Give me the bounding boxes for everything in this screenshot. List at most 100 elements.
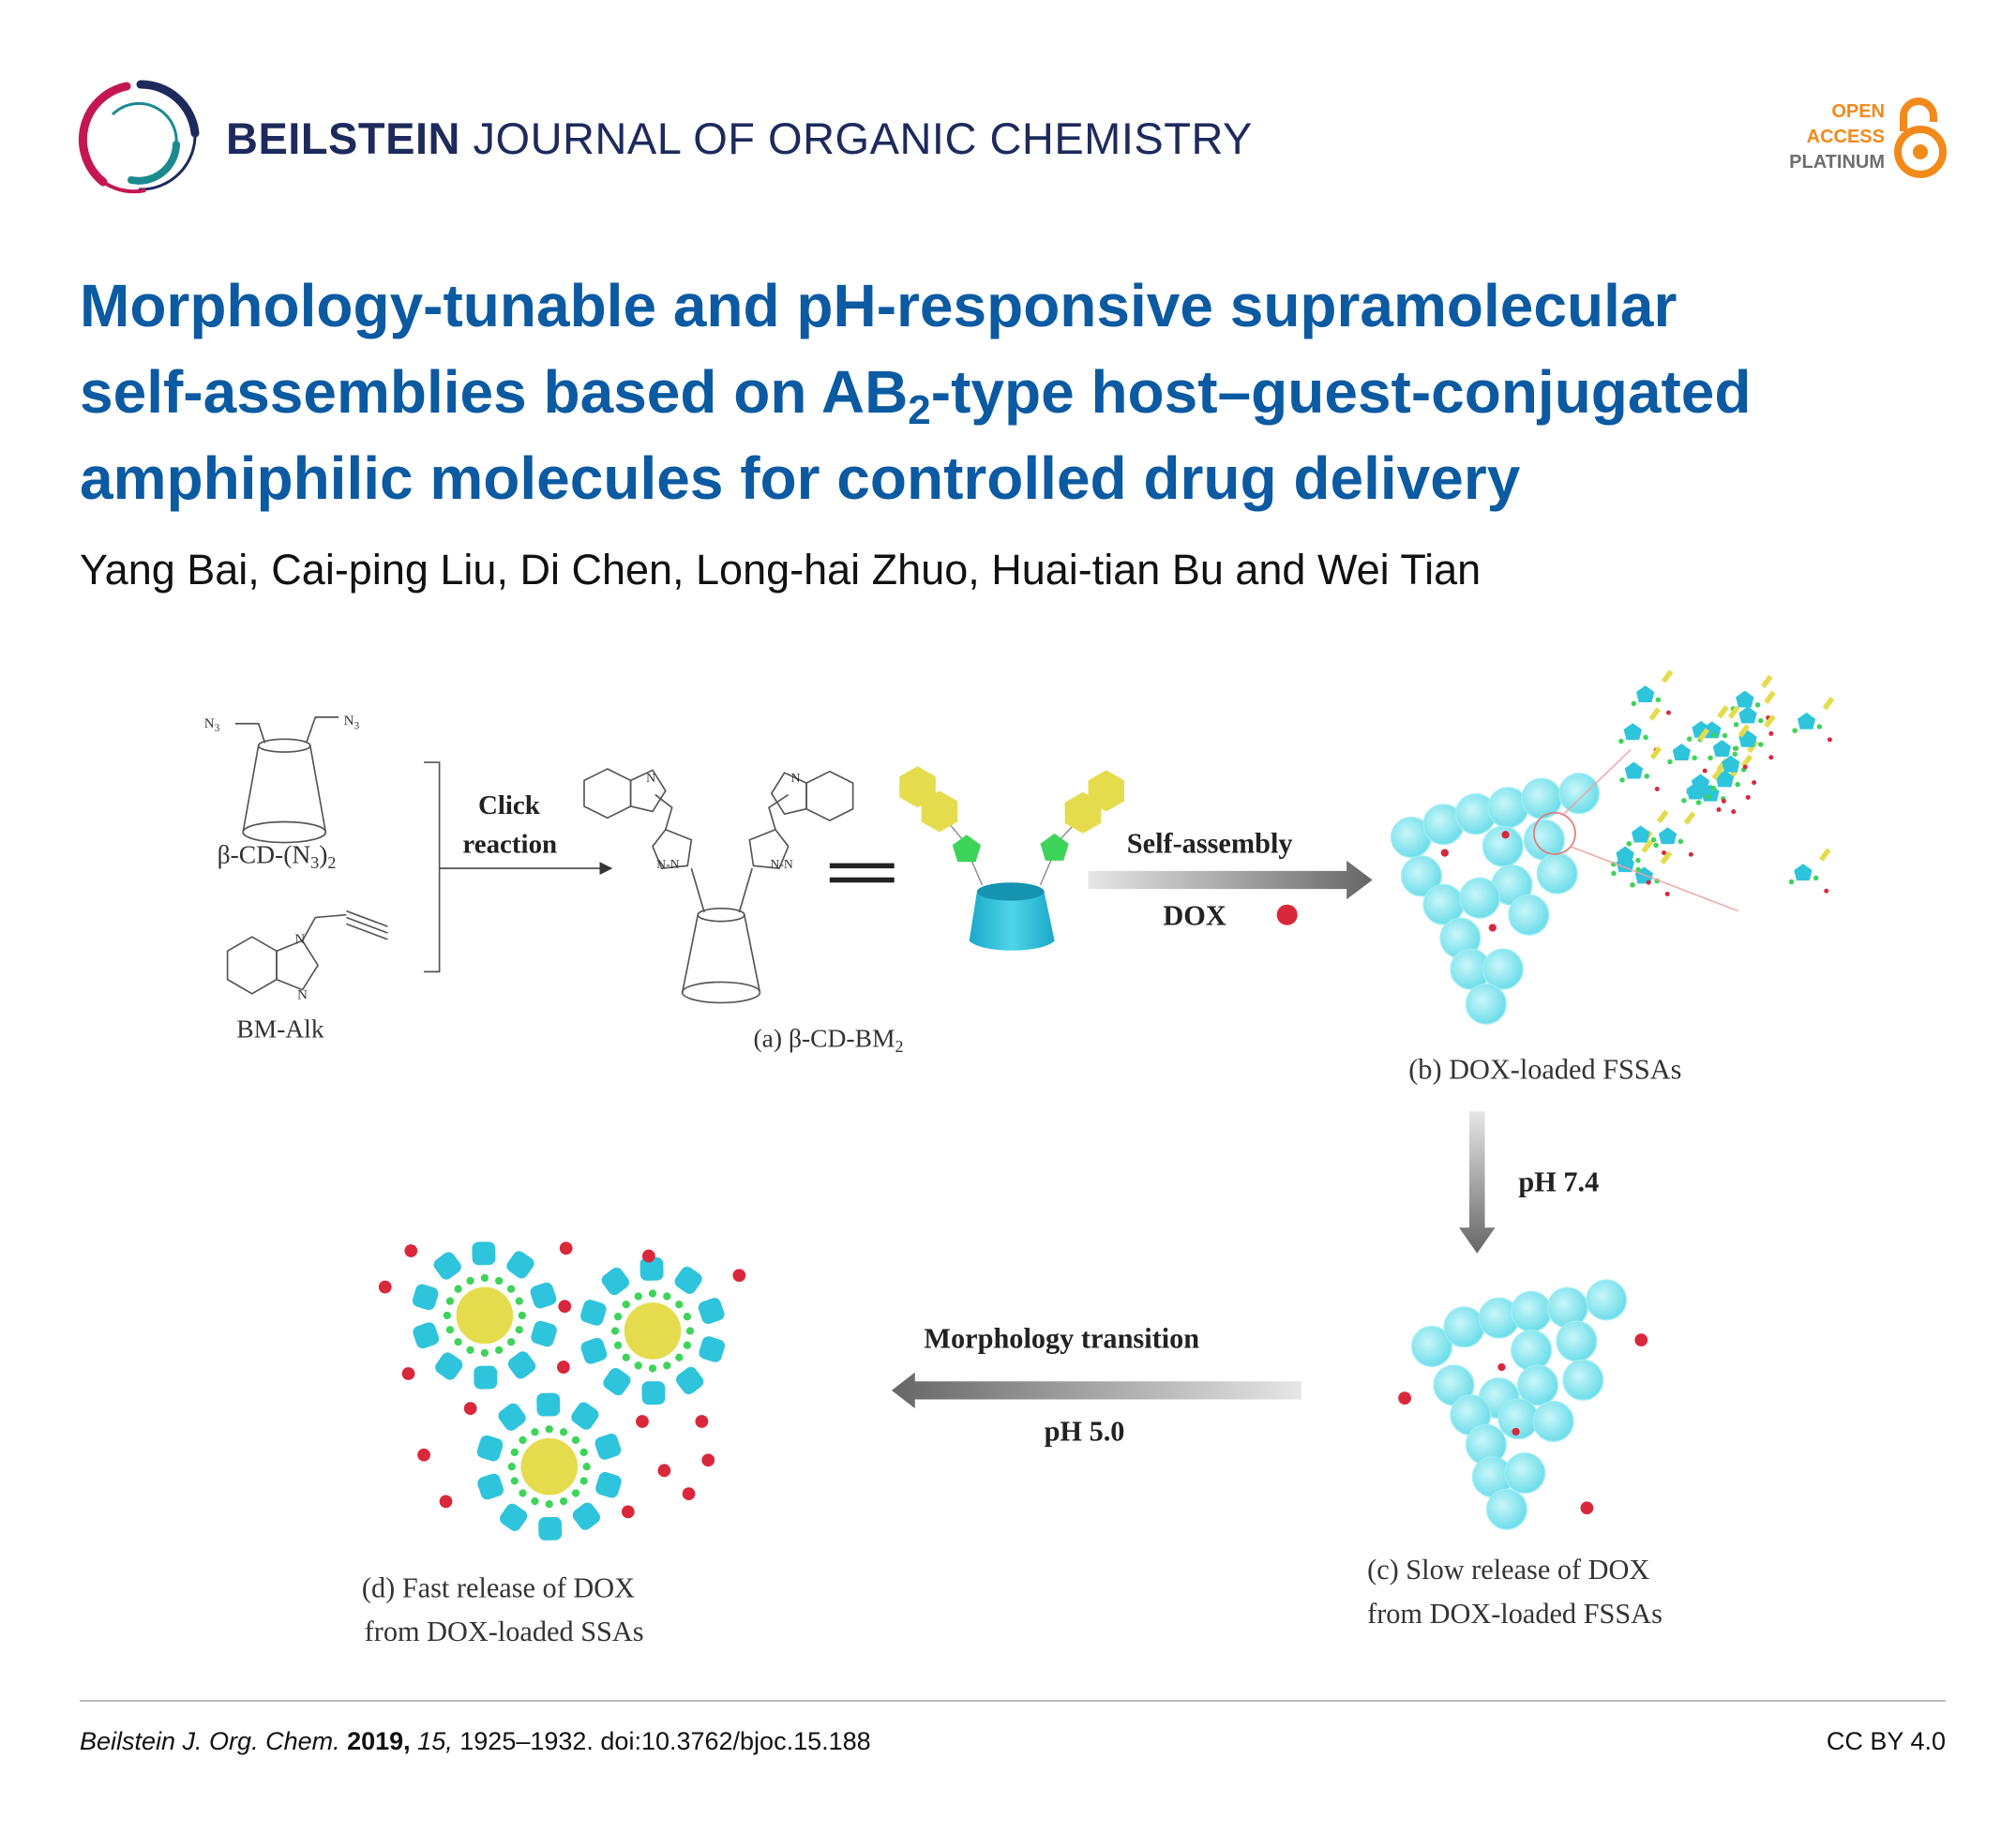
micelle-linker bbox=[683, 1341, 692, 1349]
network-dot bbox=[1792, 728, 1798, 733]
network-dot bbox=[1686, 736, 1693, 742]
micelle-linker bbox=[515, 1326, 523, 1334]
beilstein-logo-icon bbox=[78, 80, 200, 194]
network-dox-dot bbox=[1745, 794, 1751, 800]
micelle-head bbox=[674, 1266, 702, 1294]
micelle-linker bbox=[466, 1345, 474, 1355]
c-label-line1: (c) Slow release of DOX bbox=[1367, 1554, 1649, 1586]
atom-label: N bbox=[790, 771, 800, 785]
micelle-head bbox=[641, 1381, 666, 1406]
micelle-sphere bbox=[1536, 852, 1578, 894]
network-pentagon bbox=[1797, 712, 1816, 729]
dox-dot bbox=[1580, 1501, 1594, 1515]
micelle-linker bbox=[507, 1463, 516, 1471]
micelle-sphere bbox=[1465, 983, 1507, 1025]
micelle-linker bbox=[454, 1338, 462, 1346]
dox-dot bbox=[695, 1415, 709, 1428]
network-dox-dot bbox=[1688, 851, 1693, 857]
network-pentagon bbox=[1672, 744, 1692, 761]
micelle-head bbox=[538, 1516, 563, 1541]
network-arm bbox=[1660, 850, 1673, 865]
dox-label: DOX bbox=[1163, 900, 1226, 932]
network-arm bbox=[1738, 724, 1751, 738]
micelle-linker bbox=[519, 1436, 527, 1445]
micelle-head bbox=[435, 1352, 463, 1380]
micelle-linker bbox=[648, 1289, 657, 1298]
micelle-sphere bbox=[1558, 773, 1601, 815]
micelle-head bbox=[698, 1298, 725, 1325]
network-pentagon bbox=[1686, 782, 1705, 800]
micelle-linker bbox=[466, 1276, 474, 1285]
network-arm bbox=[1697, 728, 1710, 742]
network-dot bbox=[1711, 732, 1717, 738]
dox-dot bbox=[401, 1367, 415, 1380]
network-arm bbox=[1717, 705, 1729, 719]
micelle-linker bbox=[506, 1338, 516, 1346]
micelle-sphere bbox=[1458, 877, 1501, 919]
dox-dot bbox=[1634, 1333, 1648, 1347]
network-pentagon bbox=[1722, 755, 1740, 773]
reaction-label: reaction bbox=[462, 830, 557, 860]
micelle-linker bbox=[480, 1348, 489, 1358]
equals-sign bbox=[829, 877, 895, 883]
bm-alk-label: BM-Alk bbox=[236, 1015, 324, 1044]
equals-sign bbox=[829, 863, 895, 869]
micelle-sphere bbox=[1511, 1290, 1553, 1332]
network-arm bbox=[1819, 848, 1831, 862]
network-pentagon bbox=[1736, 690, 1754, 708]
network-dox-dot bbox=[1702, 768, 1708, 774]
micelle-sphere bbox=[1482, 948, 1524, 990]
micelle-linker bbox=[683, 1313, 692, 1321]
dox-dot bbox=[378, 1280, 392, 1294]
network-dot bbox=[1722, 732, 1728, 739]
micelle-linker bbox=[571, 1489, 580, 1497]
micelle-linker bbox=[445, 1297, 455, 1305]
micelle-head bbox=[500, 1503, 528, 1531]
micelle-head bbox=[474, 1365, 498, 1390]
network-arm bbox=[1727, 705, 1740, 719]
micelle-sphere bbox=[1511, 1330, 1553, 1372]
ph74-label: pH 7.4 bbox=[1518, 1166, 1599, 1198]
micelle-sphere bbox=[1443, 1306, 1485, 1348]
micelle-head bbox=[477, 1473, 504, 1500]
network-dox-dot bbox=[1646, 879, 1651, 885]
micelle-sphere bbox=[1532, 1400, 1574, 1443]
network-dot bbox=[1695, 800, 1702, 805]
network-dot bbox=[1630, 882, 1635, 888]
micelle-linker bbox=[515, 1297, 523, 1305]
micelle-linker bbox=[495, 1276, 504, 1285]
micelle-linker bbox=[445, 1326, 455, 1334]
network-dox-dot bbox=[1768, 755, 1774, 760]
network-dot bbox=[1650, 836, 1657, 843]
network-dot bbox=[1631, 700, 1637, 707]
micelle-linker bbox=[675, 1300, 684, 1309]
network-dot bbox=[1611, 870, 1617, 877]
micelle-linker bbox=[531, 1496, 539, 1506]
network-dot bbox=[1733, 721, 1739, 728]
network-dox-dot bbox=[1664, 891, 1670, 896]
network-dot bbox=[1653, 842, 1659, 849]
micelle-linker bbox=[622, 1300, 630, 1309]
micelle-head bbox=[639, 1256, 664, 1281]
micelle-sphere bbox=[1508, 894, 1550, 936]
micelle-linker bbox=[634, 1361, 642, 1370]
micelle-head bbox=[594, 1433, 622, 1460]
micelle-linker bbox=[545, 1500, 553, 1509]
micelle-linker bbox=[613, 1313, 623, 1321]
network-arm bbox=[1711, 766, 1724, 781]
network-dox-dot bbox=[1666, 710, 1671, 715]
micelle-linker bbox=[675, 1353, 684, 1361]
fssa-cluster-b bbox=[1390, 773, 1601, 1025]
zoom-circle bbox=[1533, 812, 1576, 855]
license: CC BY 4.0 bbox=[1826, 1727, 1946, 1755]
network-dot bbox=[1708, 755, 1713, 761]
network-dot bbox=[1732, 751, 1738, 757]
network-arm bbox=[1760, 674, 1773, 689]
network-dot bbox=[1813, 875, 1819, 881]
network-dot bbox=[1754, 702, 1761, 708]
network-dot bbox=[1619, 777, 1625, 783]
dox-dot bbox=[732, 1269, 746, 1283]
micelle-core bbox=[520, 1437, 579, 1496]
open-access-lock-icon bbox=[1894, 98, 1947, 178]
micelle-linker bbox=[559, 1428, 568, 1436]
